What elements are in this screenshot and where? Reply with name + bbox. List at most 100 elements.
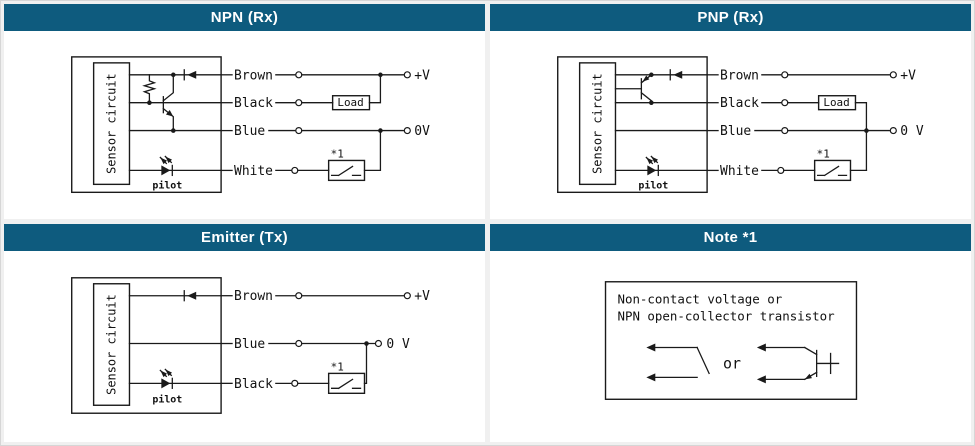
pnp-note-ref-label: *1 bbox=[817, 147, 830, 160]
plus-v-terminal bbox=[403, 292, 411, 300]
switch-icon bbox=[816, 165, 848, 177]
pnp-brown-label: Brown bbox=[720, 68, 759, 83]
panel-npn-header: NPN (Rx) bbox=[4, 4, 485, 31]
emitter-sensor-block: Sensor circuit bbox=[71, 277, 222, 414]
emitter-internal-circuit: pilot bbox=[128, 290, 222, 405]
panel-emitter: Emitter (Tx) Sensor circuit bbox=[4, 224, 485, 442]
pnp-brown-wire: Brown +V bbox=[706, 68, 916, 83]
npn-diagram: Sensor circuit bbox=[4, 31, 485, 219]
npn-zero-v-label: 0V bbox=[414, 124, 430, 139]
switch-icon bbox=[330, 165, 362, 177]
pnp-black-wire: Black Load bbox=[706, 95, 868, 172]
npn-plus-v-label: +V bbox=[414, 68, 430, 83]
panel-note-header: Note *1 bbox=[490, 224, 971, 251]
npn-circuit-svg: Sensor circuit bbox=[71, 56, 430, 194]
panel-emitter-title: Emitter (Tx) bbox=[201, 229, 288, 246]
connector-terminal bbox=[291, 166, 299, 174]
pnp-sensor-circuit-label: Sensor circuit bbox=[591, 73, 605, 174]
npn-internal-circuit: pilot bbox=[128, 69, 222, 191]
pnp-plus-v-label: +V bbox=[900, 68, 916, 83]
pilot-led-icon bbox=[645, 155, 659, 177]
npn-sensor-outer-box bbox=[71, 56, 222, 194]
diode-arrow-icon bbox=[187, 70, 197, 79]
connector-terminal bbox=[777, 166, 785, 174]
npn-sensor-circuit-label: Sensor circuit bbox=[105, 73, 119, 174]
panel-npn-title: NPN (Rx) bbox=[210, 9, 279, 26]
connector-terminal bbox=[295, 126, 303, 135]
emitter-brown-wire: Brown +V bbox=[220, 289, 430, 304]
connector-terminal bbox=[295, 292, 303, 300]
diode-arrow-icon bbox=[673, 70, 683, 79]
panel-pnp-title: PNP (Rx) bbox=[697, 9, 764, 26]
plus-v-terminal bbox=[403, 71, 411, 79]
pnp-zero-v-label: 0 V bbox=[900, 124, 924, 139]
emitter-black-label: Black bbox=[234, 377, 273, 392]
emitter-blue-wire: Blue 0 V bbox=[220, 337, 410, 352]
note-diagram: Non-contact voltage or NPN open-collecto… bbox=[490, 251, 971, 442]
emitter-sensor-inner-box bbox=[92, 283, 131, 406]
pnp-load-label: Load bbox=[823, 96, 849, 109]
resistor-icon bbox=[142, 74, 157, 104]
note-line2: NPN open-collector transistor bbox=[617, 309, 835, 324]
panel-emitter-header: Emitter (Tx) bbox=[4, 224, 485, 251]
note-box bbox=[604, 281, 858, 400]
pilot-led-icon bbox=[159, 155, 173, 177]
pnp-circuit-svg: Sensor circuit bbox=[557, 56, 924, 194]
npn-load-label: Load bbox=[337, 96, 363, 109]
emitter-sensor-outer-box bbox=[71, 277, 222, 414]
pnp-white-label: White bbox=[720, 164, 759, 179]
pilot-led-icon bbox=[159, 368, 173, 389]
emitter-zero-v-label: 0 V bbox=[386, 337, 410, 352]
connector-terminal bbox=[295, 339, 303, 348]
emitter-blue-label: Blue bbox=[234, 337, 265, 352]
emitter-note-ref-label: *1 bbox=[331, 360, 344, 373]
npn-note-ref-label: *1 bbox=[331, 147, 344, 160]
npn-brown-label: Brown bbox=[234, 68, 273, 83]
pnp-blue-wire: Blue 0 V bbox=[706, 124, 924, 139]
pnp-sensor-block: Sensor circuit bbox=[557, 56, 708, 194]
npn-sensor-inner-box bbox=[92, 62, 131, 186]
npn-sensor-block: Sensor circuit bbox=[71, 56, 222, 194]
zero-v-terminal bbox=[889, 126, 897, 135]
panel-note: Note *1 Non-contact voltage or NPN open-… bbox=[490, 224, 971, 442]
emitter-sensor-circuit-label: Sensor circuit bbox=[105, 294, 119, 395]
emitter-plus-v-label: +V bbox=[414, 289, 430, 304]
pnp-sensor-inner-box bbox=[578, 62, 617, 186]
emitter-pilot-label: pilot bbox=[152, 393, 182, 405]
pnp-diagram: Sensor circuit bbox=[490, 31, 971, 219]
panel-note-title: Note *1 bbox=[703, 229, 758, 246]
npn-blue-label: Blue bbox=[234, 124, 265, 139]
note-svg: Non-contact voltage or NPN open-collecto… bbox=[604, 281, 858, 400]
pnp-internal-circuit: pilot bbox=[614, 69, 708, 191]
npn-pilot-label: pilot bbox=[152, 179, 182, 191]
npn-blue-wire: Blue 0V bbox=[220, 124, 430, 139]
plus-v-terminal bbox=[889, 71, 897, 79]
pnp-white-wire: White *1 bbox=[706, 147, 868, 182]
panel-pnp: PNP (Rx) Sensor circuit bbox=[490, 4, 971, 219]
npn-white-wire: White *1 bbox=[220, 129, 382, 182]
emitter-diagram: Sensor circuit pi bbox=[4, 251, 485, 442]
npn-black-wire: Black Load bbox=[220, 74, 382, 111]
connector-terminal bbox=[781, 71, 789, 79]
connector-terminal bbox=[295, 71, 303, 79]
emitter-black-wire: Black *1 bbox=[220, 342, 368, 395]
note-line1: Non-contact voltage or bbox=[617, 292, 782, 307]
connector-terminal bbox=[295, 99, 303, 107]
npn-white-label: White bbox=[234, 164, 273, 179]
zero-v-terminal bbox=[403, 126, 411, 135]
pnp-pilot-label: pilot bbox=[638, 179, 668, 191]
panel-npn: NPN (Rx) Sensor circuit bbox=[4, 4, 485, 219]
npn-brown-wire: Brown +V bbox=[220, 68, 430, 83]
zero-v-terminal bbox=[374, 339, 383, 348]
connector-terminal bbox=[291, 379, 299, 387]
connector-terminal bbox=[781, 126, 789, 135]
npn-black-label: Black bbox=[234, 96, 273, 111]
pnp-blue-label: Blue bbox=[720, 124, 751, 139]
panel-pnp-header: PNP (Rx) bbox=[490, 4, 971, 31]
note-or-label: or bbox=[723, 354, 741, 372]
connector-terminal bbox=[781, 99, 789, 107]
open-collector-transistor-icon bbox=[756, 343, 840, 384]
non-contact-switch-icon bbox=[646, 343, 710, 382]
pnp-sensor-outer-box bbox=[557, 56, 708, 194]
